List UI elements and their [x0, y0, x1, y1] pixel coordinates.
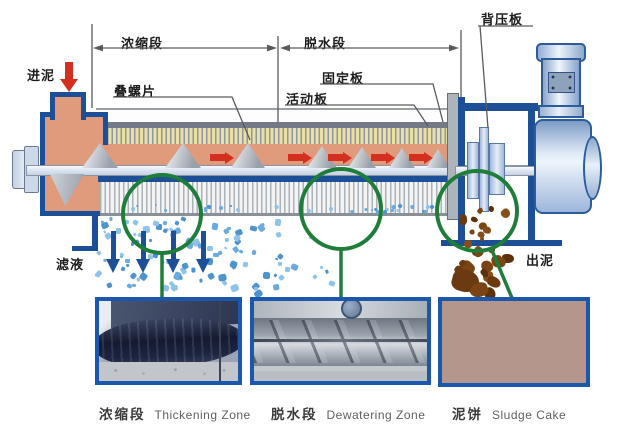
filtrate-arrow	[196, 231, 210, 273]
feed-hopper-neck	[50, 92, 86, 120]
caption-thickening-zone: 浓缩段 Thickening Zone	[99, 403, 251, 424]
flow-arrow	[371, 151, 395, 164]
drain-bracket-vertical	[92, 216, 98, 250]
label-thickening-section: 浓缩段	[121, 36, 164, 51]
label-screw-plates: 叠螺片	[114, 84, 157, 99]
caption-dewatering-zone: 脱水段 Dewatering Zone	[271, 403, 425, 424]
motor-terminal-box	[548, 72, 575, 93]
filtrate-arrow	[106, 231, 120, 273]
plate-stack-spine	[98, 122, 453, 128]
label-filtrate: 滤液	[56, 257, 85, 272]
label-back-pressure-plate: 背压板	[481, 12, 524, 27]
label-fixed-plate: 固定板	[322, 71, 365, 86]
flow-arrow	[328, 151, 352, 164]
photo-sludge-cake	[438, 297, 590, 387]
photo-dewatering-zone	[250, 297, 431, 385]
label-outlet: 出泥	[526, 253, 555, 268]
caption-zh: 浓缩段	[99, 407, 146, 422]
caption-sludge-cake: 泥饼 Sludge Cake	[452, 403, 566, 424]
screen-top-rail	[98, 176, 454, 182]
photo-thickening-zone	[95, 297, 242, 385]
flow-arrow	[409, 151, 433, 164]
motor-base-flange	[538, 105, 584, 118]
inlet-arrow	[60, 62, 78, 92]
caption-en: Sludge Cake	[492, 408, 567, 422]
caption-zh: 脱水段	[271, 407, 318, 422]
drain-bracket-horizontal	[72, 246, 98, 251]
discharge-frame-right	[528, 110, 535, 246]
label-movable-plate: 活动板	[286, 92, 329, 107]
caption-en: Thickening Zone	[154, 408, 251, 422]
caption-en: Dewatering Zone	[326, 408, 426, 422]
label-dewatering-section: 脱水段	[304, 36, 347, 51]
gearbox-end-cap	[583, 136, 602, 200]
flow-arrow	[210, 151, 234, 164]
label-inlet: 进泥	[27, 68, 56, 83]
flow-arrow	[288, 151, 312, 164]
caption-zh: 泥饼	[452, 407, 483, 422]
discharge-frame-top	[458, 103, 538, 111]
